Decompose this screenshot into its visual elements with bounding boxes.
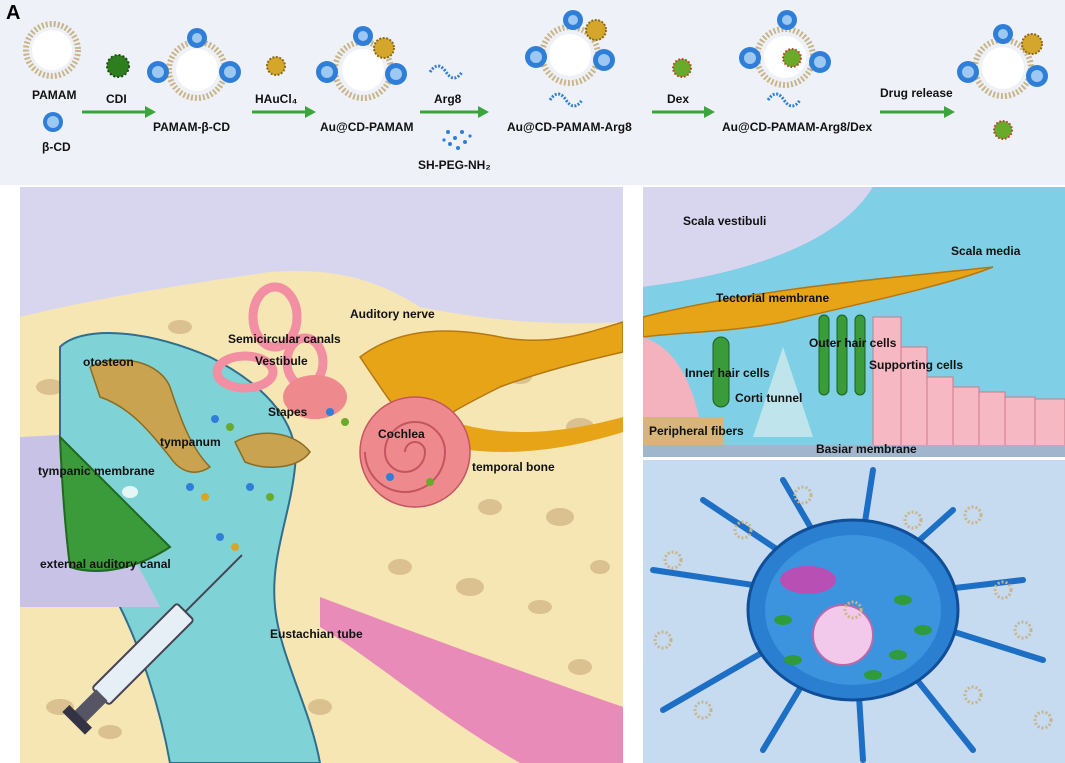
semicircular-canals-shape — [212, 282, 328, 393]
arrow-4 — [652, 106, 715, 118]
label-haucl4: HAuCl₄ — [255, 92, 298, 106]
label-tympanum: tympanum — [160, 435, 221, 449]
cochlea-shape — [359, 396, 471, 508]
stapes-shape — [234, 432, 311, 468]
mitochondria — [774, 595, 932, 680]
corti-tunnel-shape — [753, 347, 813, 437]
label-basiar-membrane: Basiar membrane — [816, 442, 917, 456]
pamam-beta-cd-complex — [147, 28, 241, 101]
au-cd-pamam-arg8-complex — [525, 10, 615, 108]
inner-hair-cell-shape — [712, 336, 730, 408]
tympanic-highlight — [122, 486, 138, 498]
label-au-cd-pamam-arg8-dex: Au@CD-PAMAM-Arg8/Dex — [722, 120, 873, 134]
arg8-strand — [428, 64, 464, 80]
label-scala-vestibuli: Scala vestibuli — [683, 214, 767, 228]
panel-d: D — [643, 460, 1065, 763]
label-inner-hair-cells: Inner hair cells — [685, 366, 770, 380]
label-tectorial-membrane: Tectorial membrane — [716, 291, 830, 305]
released-carrier — [957, 24, 1048, 99]
outer-hair-cells-shape — [818, 314, 866, 396]
arrow-3 — [420, 106, 489, 118]
label-eustachian-tube: Eustachian tube — [270, 627, 363, 641]
label-corti-tunnel: Corti tunnel — [735, 391, 803, 405]
panel-b: B Auditory nerve Semicircular canals oto… — [20, 187, 623, 763]
label-beta-cd: β-CD — [42, 140, 71, 154]
nanoparticles-b — [186, 408, 434, 551]
syringe — [62, 554, 243, 735]
label-stapes: Stapes — [268, 405, 308, 419]
label-pamam: PAMAM — [32, 88, 77, 102]
au-cd-pamam-arg8-dex-complex — [739, 10, 831, 108]
label-scala-media: Scala media — [951, 244, 1021, 258]
peripheral-fibers-shape — [643, 417, 723, 447]
label-auditory-nerve: Auditory nerve — [350, 307, 435, 321]
label-sh-peg-nh2: SH-PEG-NH₂ — [418, 158, 491, 172]
label-outer-hair-cells: Outer hair cells — [809, 336, 897, 350]
label-au-cd-pamam-arg8: Au@CD-PAMAM-Arg8 — [507, 120, 632, 134]
arrow-5 — [880, 106, 955, 118]
carriers-d — [653, 485, 1053, 730]
cell-uptake-illustration — [650, 467, 1053, 763]
eustachian-tube-shape — [320, 597, 623, 763]
au-cd-pamam-complex — [316, 26, 407, 101]
panel-a-graphics — [23, 10, 1048, 150]
panel-a: A PAMAM β-CD CDI PAMAM-β-CD HAuCl₄ Au@CD… — [0, 0, 1065, 185]
label-pamam-beta-cd: PAMAM-β-CD — [153, 120, 231, 134]
vestibule-shape — [283, 375, 347, 419]
peg-dots — [442, 130, 472, 150]
label-supporting-cells: Supporting cells — [869, 358, 964, 372]
label-au-cd-pamam: Au@CD-PAMAM — [320, 120, 414, 134]
ossicle-malleus — [89, 359, 212, 473]
label-semicircular-canals: Semicircular canals — [228, 332, 341, 346]
label-temporal-bone: temporal bone — [472, 460, 555, 474]
arrow-2 — [252, 106, 316, 118]
scala-vestibuli-region — [643, 187, 873, 287]
label-drug-release: Drug release — [880, 86, 953, 100]
label-arg8: Arg8 — [434, 92, 462, 106]
haucl4-particle — [266, 56, 286, 76]
basilar-membrane-shape — [643, 445, 1065, 457]
dex-particle — [672, 58, 692, 78]
golgi-organelle — [780, 566, 836, 594]
panel-letter-a: A — [6, 2, 21, 24]
arrow-1 — [82, 106, 156, 118]
tectorial-membrane-shape — [643, 266, 994, 338]
organ-of-corti-illustration — [643, 187, 1065, 457]
label-dex: Dex — [667, 92, 690, 106]
label-cochlea: Cochlea — [378, 427, 425, 441]
label-peripheral-fibers: Peripheral fibers — [649, 424, 744, 438]
label-external-auditory-canal: external auditory canal — [40, 557, 171, 571]
label-tympanic-membrane: tympanic membrane — [38, 464, 155, 478]
label-vestibule: Vestibule — [255, 354, 308, 368]
label-cdi: CDI — [106, 92, 127, 106]
pamam-dendrimer — [23, 21, 81, 79]
label-otosteon: otosteon — [83, 355, 134, 369]
panel-c: C Scala vestibuli Scala media Tectorial … — [643, 187, 1065, 457]
nucleus — [812, 604, 874, 666]
limbus-tissue — [643, 337, 703, 437]
beta-cd-particle — [43, 112, 63, 132]
ear-anatomy-illustration — [20, 271, 623, 763]
tympanic-membrane-shape — [58, 434, 172, 572]
cdi-particle — [106, 54, 130, 78]
released-dex — [993, 120, 1013, 140]
